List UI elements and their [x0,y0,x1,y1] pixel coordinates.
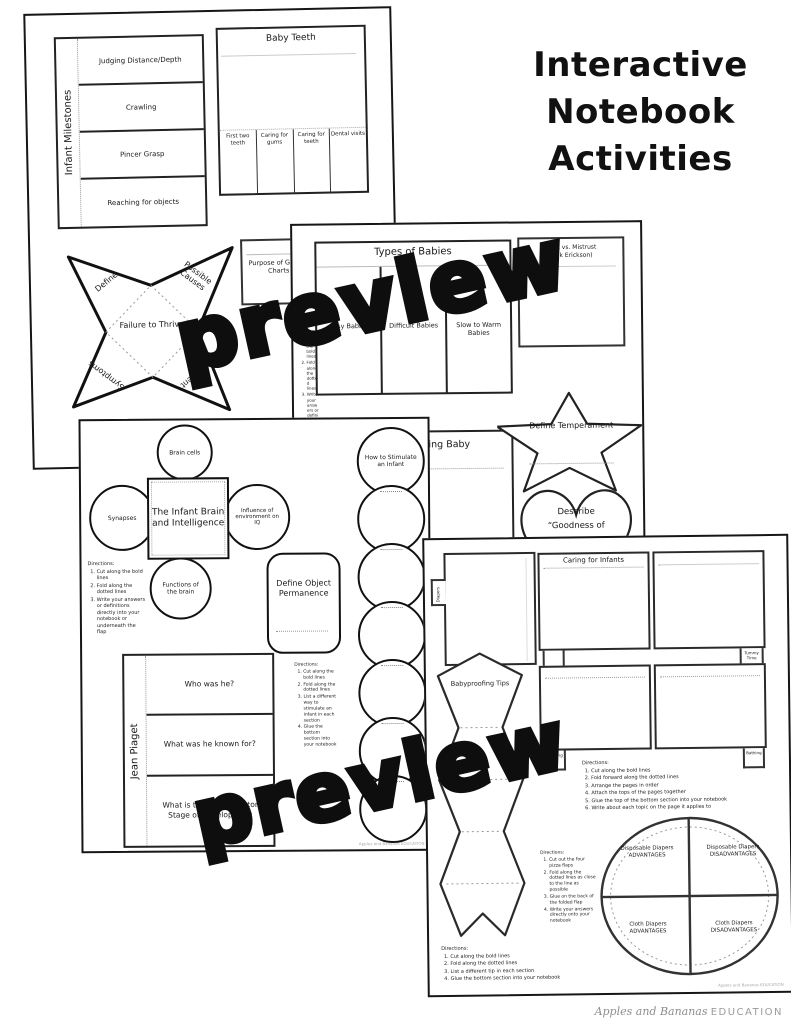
page-credit: Apples and Bananas EDUCATION [718,981,784,988]
product-title: Interactive Notebook Activities [533,42,748,183]
fold-line [380,606,403,609]
milestone-row: Pincer Grasp [79,130,205,180]
direction-item: Cut along the bold lines [97,568,146,581]
diapers-tab-label: Diapers [435,586,441,603]
piaget-side-label: Jean Piaget [129,723,141,780]
wheel-quadrant: Disposable Diapers ADVANTAGES [620,845,674,859]
four-point-star-shape [66,246,234,412]
brand-name: Apples and Bananas [594,1005,708,1018]
teeth-tab: Caring for teeth [293,128,332,194]
goodness-line2: “Goodness of [547,520,605,532]
brain-circle-bottom: Functions of the brain [149,557,212,620]
directions-title: Directions: [87,560,115,568]
worksheet-page-infant-milestones: Infant Milestones Judging Distance/Depth… [23,6,401,470]
teeth-tab: First two teeth [219,130,258,195]
goodness-line1: Describe [557,506,595,518]
wheel-quadrant: Cloth Diapers DISADVANTAGES [710,920,758,934]
direction-item: Glue on the back of the folded flap [550,894,597,906]
direction-item: Cut out the four pizza flaps [549,857,596,869]
brain-functions-label: Functions of the brain [162,581,199,596]
direction-item: Fold along the dotted lines [303,682,336,694]
milestone-row: Judging Distance/Depth [77,36,203,86]
piaget-row: Who was he? [146,654,273,717]
brand-suffix: EDUCATION [710,1007,783,1018]
fold-line [658,563,759,566]
directions-flap-block: Directions: Cut along the bold lines Fol… [87,561,146,637]
baby-teeth-tabs: First two teeth Caring for gums Caring f… [219,126,368,195]
directions-title: Directions: [581,759,609,767]
directions-pizza-block: Directions: Cut out the four pizza flaps… [540,850,597,926]
brain-cells-label: Brain cells [169,448,201,457]
teeth-tab: Caring for gums [256,129,295,195]
direction-item: Write about each topic on the page it ap… [591,803,774,812]
fold-line [381,664,404,667]
direction-item: Fold along the dotted lines as close to … [549,870,596,894]
piaget-side-column: Jean Piaget [124,655,148,846]
fold-line [380,548,403,551]
directions-title: Directions: [294,662,319,668]
object-permanence-label: Define Object Permanence [276,578,332,599]
direction-item: Cut along the bold lines [303,669,336,681]
baby-teeth-title: Baby Teeth [265,32,316,44]
title-line3: Activities [548,138,733,179]
temperament-star: Define Temperament [496,390,646,496]
caring-title: Caring for Infants [562,555,625,565]
five-point-star-shape [496,391,643,493]
wheel-quadrant: Disposable Diapers DISADVANTAGES [706,844,760,858]
diapers-tab: Diapers [430,578,447,607]
temperament-label: Define Temperament [529,420,614,431]
milestone-row: Reaching for objects [107,197,180,207]
divider [221,52,357,57]
baby-teeth-foldable: Baby Teeth First two teeth Caring for gu… [215,24,370,196]
fold-line [543,566,644,569]
direction-item: Write your answers or definitions direct… [97,596,146,635]
teeth-tab: Dental visits [330,130,366,138]
synapses-label: Synapses [107,514,137,522]
environment-iq-label: Influence of environment on IQ [235,507,280,527]
diapers-page-box [443,551,537,666]
brain-center-title: The Infant Brain and Intelligence [151,506,225,529]
brain-circle-right: Influence of environment on IQ [223,483,291,551]
babyproofing-zigzag: Babyproofing Tips [436,651,527,938]
quadrant-wheel-shape [600,816,779,976]
fold-line [659,675,760,678]
milestones-side-label: Infant Milestones [62,89,76,176]
fold-line [525,557,528,661]
directions-pages-block: Directions: Cut along the bold lines Fol… [582,758,775,813]
bathing-label: Bathing [746,750,762,756]
fold-line [379,490,403,493]
worksheet-page-caring-for-infants: Diapers Caring for Infants Tummy Time Fe… [422,533,791,998]
tummy-time-label: Tummy Time [744,650,759,661]
milestones-foldable: Infant Milestones Judging Distance/Depth… [53,34,208,230]
milestones-side-column: Infant Milestones [55,38,82,228]
title-line1: Interactive [533,45,748,85]
wheel-quadrant: Cloth Diapers ADVANTAGES [629,921,667,935]
direction-item: Write your answers directly onto your no… [550,907,597,925]
direction-item: Fold along the dotted lines [97,582,146,595]
brand-credit: Apples and Bananas EDUCATION [595,1005,783,1018]
fortune-teller-foldable: Define Possible Causes Symptoms Treatmen… [60,241,244,423]
object-permanence-box: Define Object Permanence [266,552,342,654]
milestones-rows: Judging Distance/Depth Crawling Pincer G… [77,36,206,227]
caring-title-box: Caring for Infants [537,551,651,651]
milestone-row: Crawling [78,83,204,133]
fold-line [544,676,645,679]
zigzag-ribbon-shape [436,652,526,937]
brain-circle-top: Brain cells [156,424,213,481]
fold-line [275,630,328,632]
brain-circle-left: Synapses [88,484,156,552]
brain-center-square: The Infant Brain and Intelligence [146,477,230,560]
directions-title: Directions: [540,850,565,856]
diaper-comparison-wheel: Disposable Diapers ADVANTAGES Disposable… [596,812,784,980]
stimulate-label: How to Stimulate an Infant [364,453,417,469]
directions-title: Directions: [441,945,469,953]
tummy-time-box [652,550,766,650]
bathing-box [653,663,767,750]
title-line2: Notebook [546,91,735,132]
direction-item: List a different way to stimulate an inf… [303,695,336,724]
